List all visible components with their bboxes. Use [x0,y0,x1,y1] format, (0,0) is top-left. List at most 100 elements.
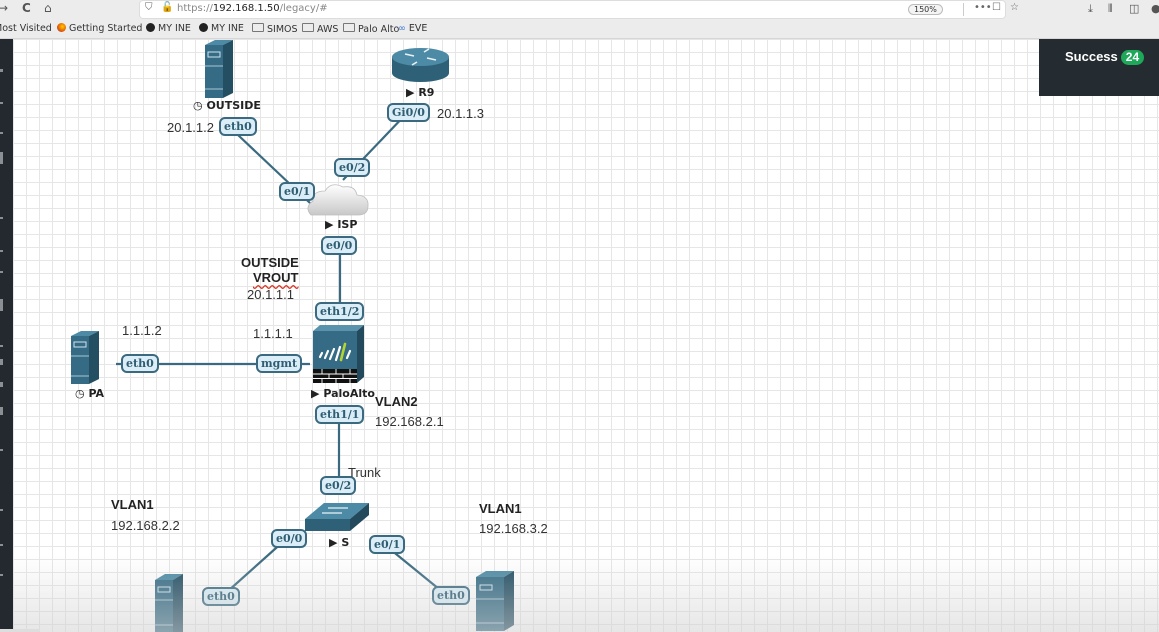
sidebar-item[interactable] [0,102,3,104]
node-name: ISP [337,218,358,231]
interface-badge[interactable]: eth0 [219,117,257,136]
scrollbar[interactable] [0,629,40,632]
eve-icon: ∞ [398,23,406,34]
home-icon[interactable]: ⌂ [44,1,52,15]
sidebar-item[interactable] [0,152,3,164]
library-icon[interactable]: ⫴ [1108,2,1113,15]
bookmark-palo-alto[interactable]: Palo Alto [343,23,399,35]
interface-badge[interactable]: eth1/2 [315,302,365,321]
folder-icon [343,23,355,32]
zoom-level-button[interactable]: 150% [908,4,943,15]
server-icon[interactable] [476,571,514,631]
annotation-vlan2[interactable]: VLAN2 [375,394,418,409]
sidebar-item[interactable] [0,359,3,365]
sidebar-icon[interactable]: ◫ [1129,2,1140,15]
bookmark-most-visited[interactable]: Most Visited [0,23,52,34]
sidebar-item[interactable] [0,449,3,451]
browser-toolbar: → C ⌂ ⛉ 🔓 https://192.168.1.50/legacy/# … [0,0,1159,20]
play-icon: ▶ [329,536,338,549]
reload-icon[interactable]: C [22,1,31,15]
node-name: PA [88,387,105,400]
bookmark-star-icon[interactable]: ☆ [1010,2,1019,13]
annotation-vlan2-ip[interactable]: 192.168.2.1 [375,414,444,429]
url-text[interactable]: https://192.168.1.50/legacy/# [177,3,328,14]
server-icon[interactable] [155,574,183,632]
annotation-outside-ip[interactable]: 20.1.1.2 [167,120,214,135]
sidebar-item[interactable] [0,217,3,219]
bookmark-my-ine-1[interactable]: MY INE [146,23,191,34]
sidebar-item[interactable] [0,69,3,72]
switch-icon[interactable] [305,503,369,531]
bookmark-my-ine-2[interactable]: MY INE [199,23,244,34]
annotation-right-ip[interactable]: 192.168.3.2 [479,521,548,536]
bookmark-label: EVE [408,23,428,34]
annotation-vrout-ip[interactable]: 20.1.1.1 [247,287,294,302]
left-sidebar [0,39,13,632]
topology-canvas[interactable] [0,39,1159,632]
node-label-paloalto[interactable]: ▶ PaloAlto [311,387,375,400]
download-icon[interactable]: ⤓ [1088,2,1093,15]
sidebar-item[interactable] [0,271,3,273]
node-label-pa[interactable]: ◷ PA [75,387,104,400]
node-name: OUTSIDE [206,99,261,112]
node-label-isp[interactable]: ▶ ISP [325,218,357,231]
sidebar-item[interactable] [0,544,3,546]
node-label-switch[interactable]: ▶ S [329,536,349,549]
router-icon[interactable] [392,48,449,82]
interface-badge[interactable]: Gi0/0 [387,103,430,122]
annotation-left-vlan[interactable]: VLAN1 [111,497,154,512]
node-label-r9[interactable]: ▶ R9 [406,86,434,99]
interface-badge[interactable]: eth0 [202,587,240,606]
lock-warning-icon[interactable]: 🔓 [161,2,174,13]
interface-badge[interactable]: eth0 [121,354,159,373]
annotation-pa-mgmt-ip[interactable]: 1.1.1.1 [253,326,293,341]
annotation-vrout-line2[interactable]: VROUT [253,270,299,285]
server-icon[interactable] [71,331,99,384]
annotation-r9-ip[interactable]: 20.1.1.3 [437,106,484,121]
sidebar-item[interactable] [0,407,3,415]
bookmark-getting-started[interactable]: Getting Started [57,23,142,34]
sidebar-item[interactable] [0,299,3,311]
bookmark-eve[interactable]: ∞EVE [398,23,427,34]
interface-badge[interactable]: mgmt [256,354,303,373]
sidebar-item[interactable] [0,132,3,134]
folder-icon [302,23,314,32]
pocket-icon[interactable]: ☐ [992,2,1001,13]
interface-badge[interactable]: eth0 [432,586,470,605]
extensions-icon[interactable]: ● [1151,2,1159,15]
annotation-trunk[interactable]: Trunk [348,465,381,480]
shield-icon[interactable]: ⛉ [145,2,153,13]
url-prefix: https:// [177,3,213,14]
bookmark-label: AWS [317,24,339,35]
firefox-icon [57,23,66,32]
sidebar-item[interactable] [0,250,3,252]
bookmarks-bar: Most Visited Getting Started MY INE MY I… [0,20,1159,39]
sidebar-item[interactable] [0,509,3,511]
interface-badge[interactable]: e0/2 [334,158,371,177]
address-bar[interactable]: ⛉ 🔓 https://192.168.1.50/legacy/# 150% •… [140,1,1019,18]
annotation-vrout-line1[interactable]: OUTSIDE [241,255,299,270]
interface-badge[interactable]: e0/0 [271,529,308,548]
sidebar-item[interactable] [0,382,3,387]
interface-badge[interactable]: e0/1 [369,535,406,554]
sidebar-item[interactable] [0,574,3,576]
sidebar-item[interactable] [0,345,3,347]
interface-badge[interactable]: eth1/1 [315,405,365,424]
annotation-right-vlan[interactable]: VLAN1 [479,501,522,516]
interface-badge[interactable]: e0/1 [279,182,316,201]
more-actions-icon[interactable]: ••• [974,2,992,13]
bookmark-aws[interactable]: AWS [302,23,338,35]
annotation-pa-host-ip[interactable]: 1.1.1.2 [122,323,162,338]
forward-icon[interactable]: → [0,1,9,15]
interface-badge[interactable]: e0/0 [321,236,358,255]
annotation-left-ip[interactable]: 192.168.2.2 [111,518,180,533]
firewall-icon[interactable] [313,325,364,383]
node-label-outside[interactable]: ◷ OUTSIDE [193,99,261,112]
server-icon[interactable] [205,40,233,98]
interface-badge[interactable]: e0/2 [320,476,357,495]
bookmark-simos[interactable]: SIMOS [252,23,298,35]
cloud-icon[interactable] [307,184,369,216]
divider [963,3,964,16]
